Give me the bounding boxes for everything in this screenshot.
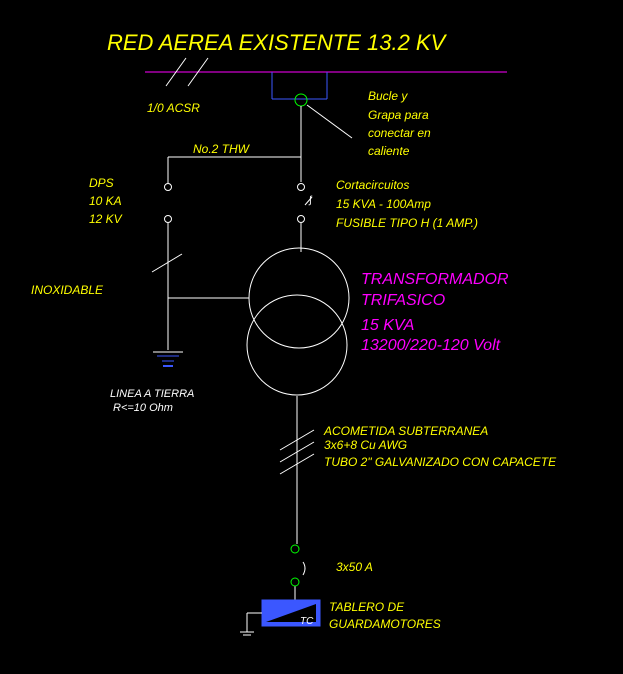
cutout-fuse — [297, 183, 313, 223]
svg-text:GUARDAMOTORES: GUARDAMOTORES — [329, 617, 441, 631]
svg-text:10 KA: 10 KA — [89, 194, 122, 208]
ground-label: LINEA A TIERRA R<=10 Ohm — [110, 388, 194, 414]
inox-label: INOXIDABLE — [31, 283, 104, 297]
svg-text:conectar en: conectar en — [368, 126, 431, 140]
ground-icon — [153, 351, 183, 367]
svg-text:12 KV: 12 KV — [89, 212, 123, 226]
page-title: RED AEREA EXISTENTE 13.2 KV — [107, 30, 448, 55]
panel-tag: TC — [300, 616, 314, 627]
dps-label: DPS 10 KA 12 KV — [89, 176, 123, 226]
transformer-label: TRANSFORMADOR TRIFASICO 15 KVA 13200/220… — [361, 271, 509, 354]
svg-text:TRANSFORMADOR: TRANSFORMADOR — [361, 271, 509, 288]
conductor-label: 1/0 ACSR — [147, 101, 200, 115]
service-label: ACOMETIDA SUBTERRANEA 3x6+8 Cu AWG TUBO … — [323, 424, 557, 469]
svg-text:R<=10 Ohm: R<=10 Ohm — [113, 402, 173, 414]
clamp-leader — [306, 104, 353, 139]
surge-arrester — [151, 183, 183, 273]
svg-text:15 KVA - 100Amp: 15 KVA - 100Amp — [336, 197, 431, 211]
conductor-hatch — [165, 57, 209, 87]
svg-text:Cortacircuitos: Cortacircuitos — [336, 178, 409, 192]
svg-text:ACOMETIDA SUBTERRANEA: ACOMETIDA SUBTERRANEA — [323, 424, 488, 438]
panel-board — [240, 599, 321, 636]
svg-text:TABLERO DE: TABLERO DE — [329, 600, 405, 614]
wiring — [167, 106, 302, 600]
svg-text:DPS: DPS — [89, 176, 114, 190]
transformer-symbol — [246, 247, 350, 396]
svg-text:TRIFASICO: TRIFASICO — [361, 292, 445, 309]
service-hatch — [279, 429, 315, 475]
clamp-connector — [294, 93, 308, 107]
svg-text:TUBO 2" GALVANIZADO CON CAPACE: TUBO 2" GALVANIZADO CON CAPACETE — [324, 455, 557, 469]
svg-text:Grapa para: Grapa para — [368, 108, 429, 122]
thw-label: No.2 THW — [193, 142, 251, 156]
svg-text:15 KVA: 15 KVA — [361, 317, 414, 334]
svg-text:13200/220-120 Volt: 13200/220-120 Volt — [361, 337, 501, 354]
breaker — [290, 544, 300, 587]
breaker-label: 3x50 A — [336, 560, 373, 574]
svg-text:Bucle y: Bucle y — [368, 89, 408, 103]
svg-text:∫: ∫ — [308, 195, 313, 206]
svg-text:caliente: caliente — [368, 144, 410, 158]
hot-line-clamp — [271, 72, 328, 100]
breaker-lever — [302, 561, 306, 576]
svg-text:3x6+8 Cu AWG: 3x6+8 Cu AWG — [324, 438, 407, 452]
svg-text:FUSIBLE TIPO H (1 AMP.): FUSIBLE TIPO H (1 AMP.) — [336, 216, 478, 230]
clamp-label: Bucle y Grapa para conectar en caliente — [368, 89, 431, 158]
svg-text:LINEA A TIERRA: LINEA A TIERRA — [110, 388, 194, 400]
panel-label: TABLERO DE GUARDAMOTORES — [329, 600, 441, 631]
cutout-label: Cortacircuitos 15 KVA - 100Amp FUSIBLE T… — [336, 178, 478, 230]
